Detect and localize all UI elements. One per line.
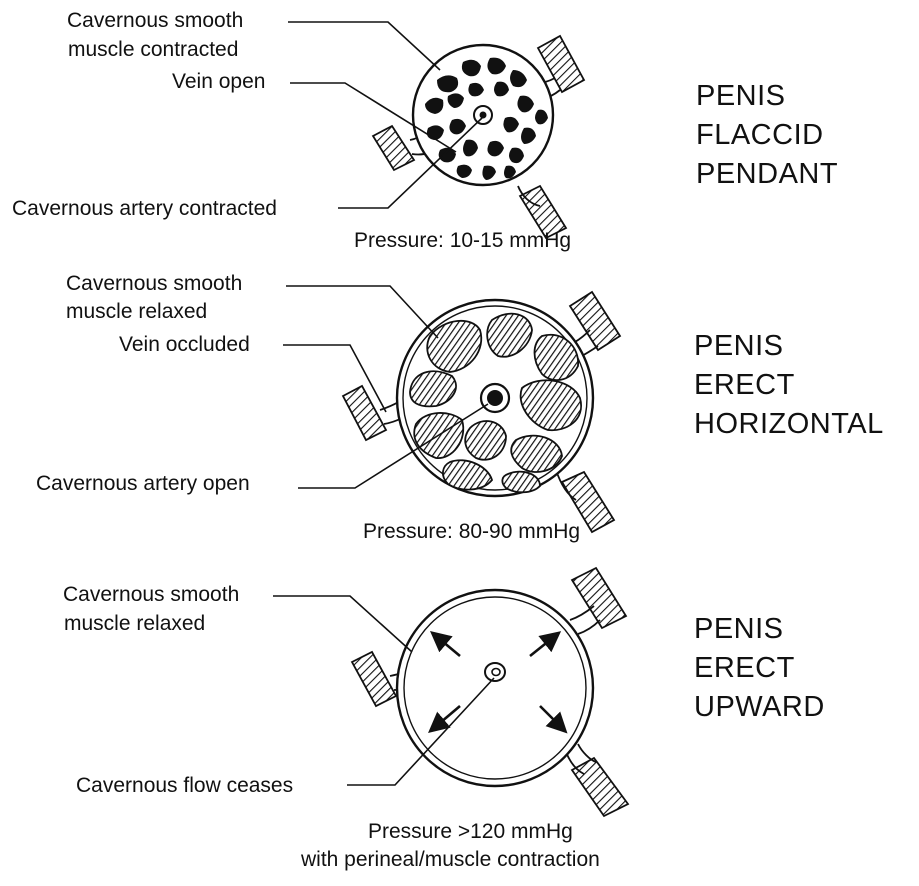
state-flaccid-2: FLACCID — [696, 119, 824, 151]
pressure-flaccid: Pressure: 10-15 mmHg — [354, 229, 571, 252]
label-vein-occluded: Vein occluded — [119, 333, 250, 356]
panel-erect-upward: Cavernous smooth muscle relaxed Cavernou… — [63, 568, 825, 871]
state-upward-3: UPWARD — [694, 691, 825, 723]
state-horizontal-1: PENIS — [694, 330, 784, 362]
state-horizontal-2: ERECT — [694, 369, 795, 401]
label-artery-contracted: Cavernous artery contracted — [12, 197, 277, 220]
state-upward-1: PENIS — [694, 613, 784, 645]
label-muscle-contracted-1: Cavernous smooth — [67, 9, 243, 32]
panel-erect-horizontal: Cavernous smooth muscle relaxed Vein occ… — [36, 272, 884, 543]
label-muscle-relaxed-1: Cavernous smooth — [63, 583, 239, 606]
label-muscle-relaxed-1: Cavernous smooth — [66, 272, 242, 295]
label-muscle-relaxed-2: muscle relaxed — [66, 300, 207, 323]
label-vein-open: Vein open — [172, 70, 265, 93]
state-horizontal-3: HORIZONTAL — [694, 408, 884, 440]
state-flaccid-3: PENDANT — [696, 158, 838, 190]
state-upward-2: ERECT — [694, 652, 795, 684]
pressure-erect-horizontal: Pressure: 80-90 mmHg — [363, 520, 580, 543]
label-muscle-contracted-2: muscle contracted — [68, 38, 238, 61]
label-muscle-relaxed-2: muscle relaxed — [64, 612, 205, 635]
label-flow-ceases: Cavernous flow ceases — [76, 774, 293, 797]
pressure-erect-upward-1: Pressure >120 mmHg — [368, 820, 573, 843]
label-artery-open: Cavernous artery open — [36, 472, 250, 495]
state-flaccid-1: PENIS — [696, 80, 786, 112]
pressure-erect-upward-2: with perineal/muscle contraction — [300, 848, 600, 871]
artery-compressed — [485, 663, 505, 681]
cavernous-artery-contracted — [480, 112, 487, 119]
panel-flaccid: Cavernous smooth muscle contracted Vein … — [12, 9, 838, 252]
